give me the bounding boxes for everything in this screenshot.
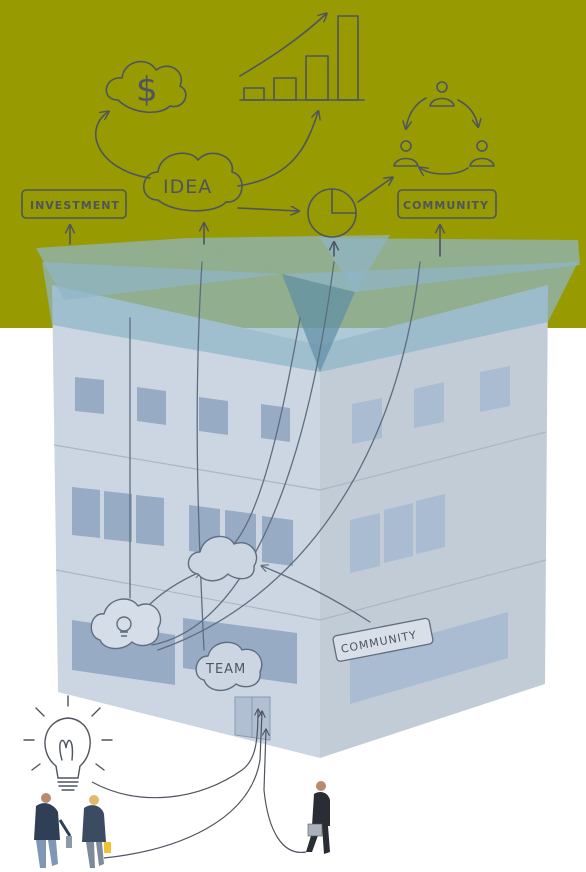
lightbulb-icon [23,695,113,791]
building-cloud-icon [187,535,258,582]
box-inner-shadow [282,274,355,372]
idea-cloud-icon [143,152,243,212]
investment-box [21,189,127,219]
ground-arrows [91,710,307,859]
box-flap-front-right [282,262,578,372]
pie-chart-icon [307,188,357,238]
idea-label: IDEA [163,176,212,198]
community-label-top: COMMUNITY [403,199,489,212]
windows-side [350,366,510,704]
person-businessman-icon [306,781,330,854]
community-tag: COMMUNITY [332,617,434,662]
lightbulb-cloud-icon [90,598,162,650]
dollar-cloud-icon: $ [105,60,187,113]
box-flaps [36,235,580,372]
business-diagram: $ [21,14,497,257]
team-label: TEAM [205,662,246,677]
person-right-icon [469,140,495,167]
building-flow-lines [129,261,421,651]
community-box-top [397,189,497,219]
dollar-sign: $ [136,70,159,110]
person-woman-icon [82,795,111,868]
investment-label: INVESTMENT [30,199,120,212]
box-flap-front-left [42,262,320,372]
person-man-icon [34,793,72,868]
person-left-icon [393,140,419,167]
community-cycle-icon [393,81,495,174]
bar-chart-icon [239,14,365,101]
person-top-icon [429,81,455,107]
team-cloud-icon [195,641,263,691]
